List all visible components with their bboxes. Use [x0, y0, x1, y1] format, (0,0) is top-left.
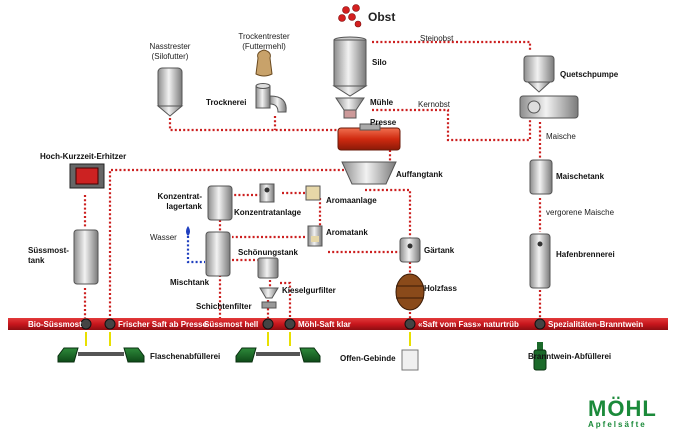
konzentratanlage-icon — [259, 183, 275, 203]
label-maischetank: Maischetank — [556, 172, 605, 181]
label-kernobst: Kernobst — [418, 100, 451, 109]
label-steinobst: Steinobst — [420, 34, 454, 43]
label-presse: Presse — [370, 118, 397, 127]
label-schoenungstank: Schönungstank — [238, 248, 299, 257]
kieselgurfilter-icon — [259, 287, 279, 299]
label-auffangtank: Auffangtank — [396, 170, 443, 179]
quetschpumpe-icon — [519, 55, 579, 119]
label-kieselgurfilter: Kieselgurfilter — [282, 286, 336, 295]
label-suessmosttank: Süssmost- tank — [28, 246, 69, 265]
logo-sub: Apfelsäfte — [588, 420, 647, 429]
label-maische: Maische — [546, 132, 576, 141]
label-trocknerei: Trocknerei — [206, 98, 247, 107]
label-konzentratlagertank: Konzentrat- lagertank — [157, 192, 202, 211]
auffangtank-icon — [341, 161, 397, 185]
label-mischtank: Mischtank — [170, 278, 210, 287]
label-konzentratanlage: Konzentratanlage — [234, 208, 302, 217]
aromatank-icon — [307, 225, 323, 247]
presse-icon — [337, 123, 401, 151]
label-aromatank: Aromatank — [326, 228, 368, 237]
label-flaschenabfuellerei: Flaschenabfüllerei — [150, 352, 221, 361]
label-quetschpumpe: Quetschpumpe — [560, 70, 619, 79]
mischtank-icon — [205, 231, 231, 277]
label-trockentrester: Trockentrester (Futtermehl) — [238, 32, 290, 51]
suessmosttank-icon — [73, 229, 99, 285]
label-offen-gebinde: Offen-Gebinde — [340, 354, 396, 363]
bar-label-moehl-saft: Möhl-Saft klar — [298, 320, 351, 329]
bar-label-frischer-saft: Frischer Saft ab Presse — [118, 320, 207, 329]
offen-gebinde-icon — [401, 332, 419, 371]
aromaanlage-icon — [305, 185, 321, 201]
label-gaertank: Gärtank — [424, 246, 455, 255]
trockentrester-sack-icon — [255, 49, 273, 77]
label-muehle: Mühle — [370, 98, 394, 107]
schichtenfilter-icon — [261, 301, 277, 309]
moehl-logo: MÖHL Apfelsäfte — [588, 396, 668, 430]
water-pipe — [186, 236, 205, 264]
bar-label-suessmost-hell: Süssmost hell — [204, 320, 259, 329]
muehle-icon — [335, 97, 365, 119]
label-hochkurzzeit-erhitzer: Hoch-Kurzzeit-Erhitzer — [40, 152, 127, 161]
schoenungstank-icon — [257, 257, 279, 279]
label-silo: Silo — [372, 58, 387, 67]
fruit-icon — [338, 4, 362, 28]
label-hafenbrennerei: Hafenbrennerei — [556, 250, 615, 259]
label-aromaanlage: Aromaanlage — [326, 196, 377, 205]
hochkurzzeit-erhitzer-icon — [69, 163, 105, 189]
bar-label-saft-vom-fass: «Saft vom Fass» naturtrüb — [418, 320, 519, 329]
trocknerei-icon — [255, 83, 287, 113]
product-bar — [8, 318, 668, 330]
label-branntwein-abfuellerei: Branntwein-Abfüllerei — [528, 352, 612, 361]
branntwein-flasche-icon — [533, 342, 547, 371]
label-nasstrester: Nasstrester (Silofutter) — [149, 42, 191, 61]
pipes — [83, 40, 542, 320]
label-wasser: Wasser — [150, 233, 177, 242]
valves — [80, 318, 546, 330]
flaschen-abfuellung-icons — [57, 332, 321, 363]
water-drop-icon — [186, 226, 190, 236]
maischetank-icon — [529, 159, 553, 195]
label-schichtenfilter: Schichtenfilter — [196, 302, 252, 311]
label-vergorene-maische: vergorene Maische — [546, 208, 615, 217]
gaertank-icon — [399, 237, 421, 263]
hafenbrennerei-icon — [529, 233, 551, 289]
nasstrester-silo-icon — [156, 67, 184, 117]
bar-label-spezialitaeten: Spezialitäten-Branntwein — [548, 320, 644, 329]
logo-name: MÖHL — [588, 396, 657, 421]
label-holzfass: Holzfass — [424, 284, 457, 293]
label-obst: Obst — [368, 10, 396, 24]
silo-icon — [332, 36, 368, 97]
bar-label-bio-suessmost: Bio-Süssmost — [28, 320, 82, 329]
holzfass-icon — [395, 273, 425, 311]
konzentratlagertank-icon — [207, 185, 233, 221]
